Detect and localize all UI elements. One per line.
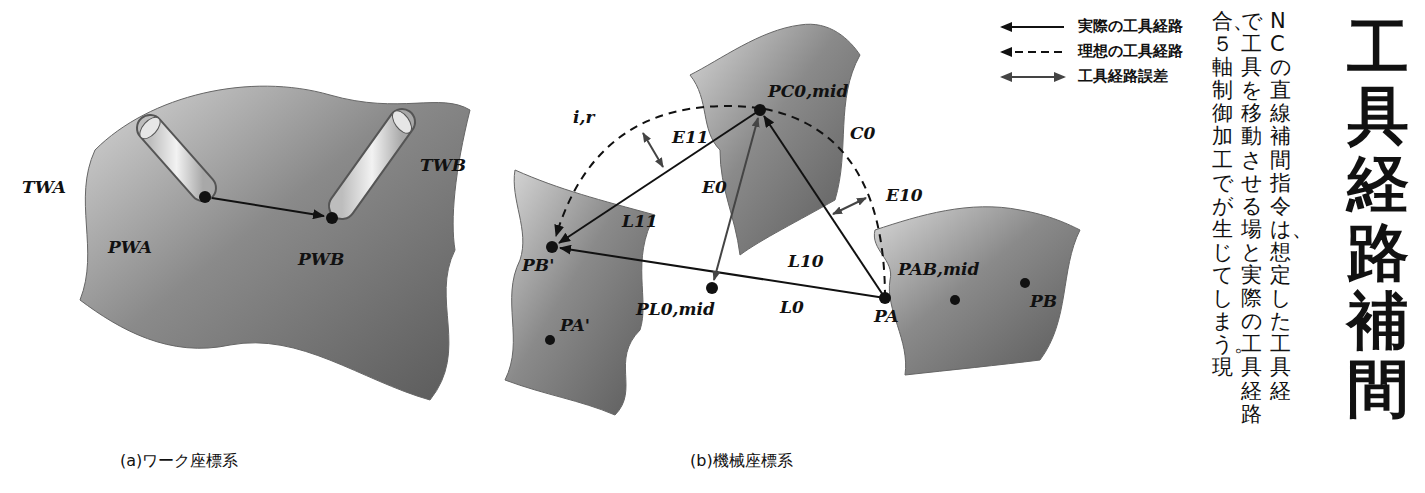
point-label: PB [1030, 292, 1057, 312]
symbol-label: i,r [573, 108, 594, 128]
arrowhead [1054, 72, 1066, 82]
arrowhead [1000, 72, 1012, 82]
point [545, 335, 555, 345]
point-label: PWA [108, 238, 152, 258]
curve-label: C0 [850, 124, 875, 144]
tool-a [136, 114, 203, 188]
point [754, 104, 766, 116]
line-label: L0 [780, 298, 804, 318]
error-e10 [833, 198, 866, 214]
legend-sample [998, 43, 1070, 60]
line-label: L11 [622, 212, 658, 232]
tool-label: TWB [420, 156, 466, 176]
legend-text: 実際の工具経路 [1078, 18, 1183, 35]
body-text-column: 合、５軸制御加工で が生じてしまう。現 [1212, 10, 1233, 380]
point [706, 282, 718, 294]
point [879, 292, 891, 304]
point-label: PWB [298, 250, 344, 270]
ideal-arc [760, 108, 885, 298]
error-label: E10 [886, 186, 923, 206]
work-surface [80, 86, 470, 400]
line-l10 [764, 116, 885, 298]
point-label: PB' [522, 256, 554, 276]
point-label: PA [874, 307, 899, 327]
body-text-column: で工具を移動させる場 と実際の工具経路 [1241, 10, 1262, 426]
error-e0 [714, 118, 758, 280]
error-label: E0 [702, 178, 727, 198]
point-pwb [326, 212, 338, 224]
caption: (a)ワーク座標系 [120, 452, 238, 470]
point-pwa [199, 191, 211, 203]
line-label: L10 [788, 252, 824, 272]
point-label: PAB,mid [898, 260, 979, 280]
point [1020, 278, 1030, 288]
legend-text: 理想の工具経路 [1078, 43, 1183, 60]
point [546, 241, 558, 253]
surface-right [874, 207, 1080, 375]
legend-sample [998, 18, 1070, 35]
point [950, 295, 960, 305]
legend-sample [998, 68, 1070, 85]
caption: (b)機械座標系 [690, 452, 793, 470]
arrowhead [1000, 22, 1012, 32]
line-l0 [560, 248, 885, 298]
path-arrow [212, 198, 324, 216]
legend-text: 工具経路誤差 [1078, 68, 1168, 85]
error-e11 [643, 133, 663, 167]
heading: 工具経路補間 [1347, 14, 1409, 423]
point-label: PC0,mid [768, 82, 848, 102]
tool-label: TWA [22, 178, 66, 198]
arrowhead [1000, 47, 1012, 57]
point-label: PA' [560, 316, 590, 336]
body-text-column: NCの直線補間指令 は、想定した工具経 [1270, 10, 1291, 403]
error-label: E11 [672, 128, 709, 148]
tool-b [342, 107, 415, 206]
ideal-arc [556, 106, 760, 236]
surface-left [505, 170, 655, 415]
point-label: PL0,mid [636, 300, 715, 320]
